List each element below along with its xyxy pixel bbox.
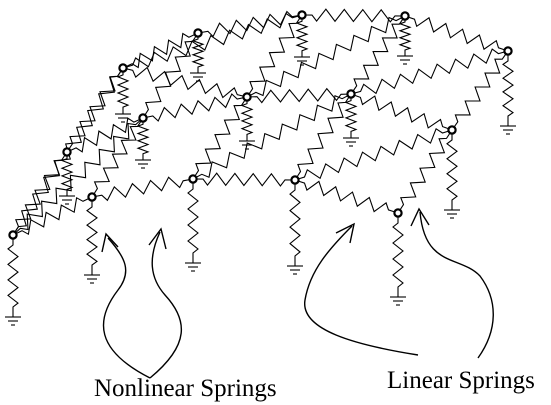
lattice-spring bbox=[192, 96, 248, 180]
lattice-spring bbox=[91, 117, 144, 198]
arrowhead-linear-right bbox=[410, 207, 430, 227]
ground-symbol bbox=[444, 209, 460, 219]
ground-symbol bbox=[84, 274, 100, 284]
ground-symbol bbox=[5, 316, 21, 326]
lattice-spring bbox=[12, 196, 93, 236]
lattice-spring bbox=[301, 8, 406, 23]
lattice-spring bbox=[350, 15, 406, 95]
lattice-spring bbox=[350, 93, 453, 131]
lattice-spring bbox=[142, 32, 199, 119]
lattice-spring bbox=[246, 87, 352, 104]
ground-springs bbox=[5, 15, 516, 326]
lattice-spring bbox=[12, 117, 144, 236]
ground-spring bbox=[86, 197, 98, 275]
ground-symbol bbox=[294, 56, 310, 66]
ground-spring bbox=[344, 94, 358, 138]
lattice-spring bbox=[397, 129, 453, 214]
arrowhead-nonlinear-right bbox=[148, 227, 167, 250]
ground-symbol bbox=[343, 137, 359, 147]
lattice-spring bbox=[91, 176, 194, 202]
ground-spring bbox=[191, 33, 205, 73]
ground-spring bbox=[398, 16, 412, 56]
lattice-spring bbox=[294, 127, 453, 181]
lattice-spring bbox=[122, 32, 199, 69]
lattice-spring bbox=[404, 15, 509, 52]
lattice-node bbox=[62, 147, 72, 157]
arrowhead-linear-left bbox=[335, 222, 355, 244]
lattice-node bbox=[138, 113, 148, 123]
ground-spring bbox=[136, 118, 150, 160]
lattice-spring bbox=[142, 93, 248, 122]
nonlinear-springs-label: Nonlinear Springs bbox=[94, 375, 277, 402]
ground-symbol bbox=[185, 262, 201, 272]
lattice-spring bbox=[350, 48, 509, 95]
lattice-node bbox=[193, 28, 203, 38]
lattice-node bbox=[503, 46, 513, 56]
lattice-spring bbox=[294, 93, 352, 181]
lattice-spring bbox=[12, 151, 68, 236]
ground-symbol bbox=[115, 113, 131, 123]
lattice-springs bbox=[12, 8, 509, 236]
lattice-node bbox=[87, 192, 97, 202]
ground-spring bbox=[116, 68, 130, 114]
lattice-node bbox=[346, 89, 356, 99]
arrow-nonlinear-left bbox=[102, 237, 151, 379]
lattice-node bbox=[188, 174, 198, 184]
lattice-node bbox=[393, 208, 403, 218]
arrowhead-nonlinear-left bbox=[101, 232, 119, 253]
ground-spring bbox=[7, 235, 19, 317]
lattice-spring bbox=[246, 14, 303, 98]
ground-spring bbox=[446, 130, 458, 210]
ground-symbol bbox=[135, 159, 151, 169]
lattice-spring bbox=[197, 10, 303, 38]
lattice-spring bbox=[192, 172, 296, 187]
lattice-spring bbox=[66, 117, 144, 153]
lattice-spring bbox=[192, 93, 352, 180]
ground-symbol bbox=[390, 296, 406, 306]
pointer-arrows bbox=[101, 207, 494, 379]
arrow-linear-left bbox=[304, 225, 419, 356]
arrow-nonlinear-right bbox=[149, 231, 183, 379]
ground-symbol bbox=[397, 55, 413, 65]
ground-spring bbox=[240, 97, 254, 141]
ground-spring bbox=[392, 213, 404, 297]
lattice-node bbox=[447, 125, 457, 135]
lattice-spring bbox=[294, 179, 399, 214]
ground-symbol bbox=[59, 195, 75, 205]
ground-symbol bbox=[190, 72, 206, 82]
ground-spring bbox=[187, 179, 199, 263]
ground-spring bbox=[289, 180, 301, 266]
ground-symbol bbox=[500, 125, 516, 135]
lattice-nodes bbox=[8, 10, 513, 240]
arrow-linear-right bbox=[419, 211, 494, 359]
ground-symbol bbox=[287, 265, 303, 275]
lattice-node bbox=[290, 175, 300, 185]
linear-springs-label: Linear Springs bbox=[387, 367, 535, 394]
lattice-node bbox=[242, 92, 252, 102]
lattice-node bbox=[8, 230, 18, 240]
ground-spring bbox=[295, 15, 309, 57]
lattice-spring bbox=[451, 50, 509, 131]
lattice-spring bbox=[122, 12, 303, 69]
lattice-node bbox=[118, 63, 128, 73]
lattice-spring bbox=[246, 15, 406, 98]
lattice-node bbox=[400, 11, 410, 21]
ground-spring bbox=[502, 51, 514, 126]
lattice-spring bbox=[122, 66, 248, 99]
lattice-node bbox=[297, 10, 307, 20]
